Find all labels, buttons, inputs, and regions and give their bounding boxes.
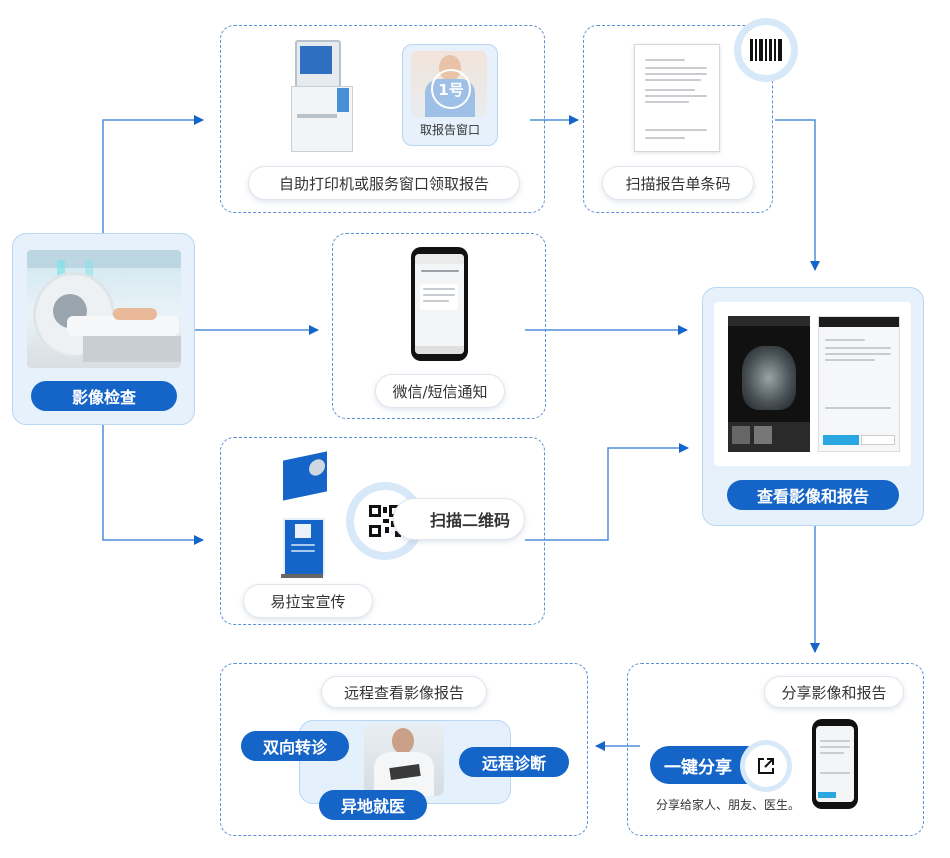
- arrow-exam-to-print: [102, 115, 204, 233]
- remote-diagnosis-label: 远程诊断: [459, 747, 569, 777]
- xray-screen: [728, 316, 810, 452]
- nurse-image: 1号: [411, 51, 487, 117]
- banner-ad-label: 易拉宝宣传: [243, 584, 373, 618]
- rollup-banner-icon: [281, 518, 325, 578]
- report-sheet-image: [634, 44, 720, 152]
- two-way-referral-label: 双向转诊: [241, 731, 349, 761]
- offsite-care-label: 异地就医: [319, 790, 427, 820]
- barcode-icon-badge: [734, 18, 798, 82]
- window-number-badge: 1号: [431, 69, 471, 109]
- report-window-label: 取报告窗口: [419, 123, 480, 137]
- banner-box: 扫描二维码 易拉宝宣传: [220, 437, 545, 625]
- scan-barcode-label: 扫描报告单条码: [602, 166, 754, 200]
- share-targets-text: 分享给家人、朋友、医生。: [656, 798, 801, 812]
- imaging-exam-card: 影像检查: [12, 233, 195, 425]
- qr-code-icon-badge: [346, 482, 424, 560]
- view-screens: [714, 302, 911, 466]
- arrow-exam-to-banner: [102, 425, 204, 545]
- view-images-label: 查看影像和报告: [727, 480, 899, 510]
- kiosk-icon: [291, 40, 359, 152]
- scan-qr-label: 扫描二维码: [393, 498, 525, 540]
- share-box: 分享影像和报告 一键分享 分享给家人、朋友、医生。: [627, 663, 924, 836]
- remote-view-label: 远程查看影像报告: [321, 676, 487, 708]
- share-icon-badge[interactable]: [740, 740, 792, 792]
- doctor-image: [364, 724, 444, 796]
- report-screen: [818, 316, 900, 452]
- report-window-card: 1号 取报告窗口: [402, 44, 498, 146]
- arrow-scan-to-view: [775, 119, 820, 271]
- view-images-card: 查看影像和报告: [702, 287, 924, 526]
- share-images-label: 分享影像和报告: [764, 676, 904, 708]
- remote-view-box: 远程查看影像报告 双向转诊 远程诊断 异地就医: [220, 663, 588, 836]
- barcode-icon: [741, 25, 791, 75]
- wechat-sms-label: 微信/短信通知: [375, 374, 505, 408]
- self-print-label: 自助打印机或服务窗口领取报告: [248, 166, 520, 200]
- notification-box: 微信/短信通知: [332, 233, 546, 419]
- banner-top-image: [283, 451, 327, 501]
- share-phone-icon: [812, 719, 858, 809]
- mri-scanner-image: [27, 250, 181, 368]
- arrow-qr-to-view: [525, 443, 689, 541]
- imaging-exam-label: 影像检查: [31, 381, 177, 411]
- scan-barcode-box: 扫描报告单条码: [583, 18, 798, 213]
- share-icon[interactable]: [745, 745, 787, 787]
- smartphone-icon: [411, 247, 468, 361]
- self-print-box: 1号 取报告窗口 自助打印机或服务窗口领取报告: [220, 25, 545, 213]
